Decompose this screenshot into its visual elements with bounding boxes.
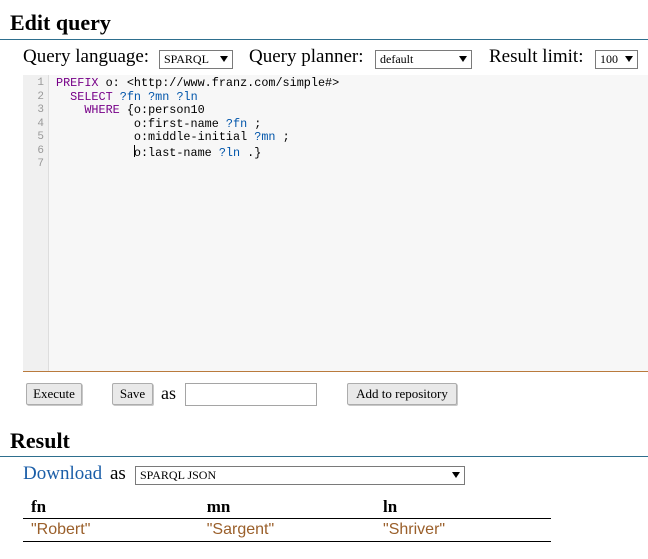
query-planner-value: default: [380, 52, 414, 66]
query-planner-label: Query planner:: [249, 46, 364, 67]
title-divider: [0, 39, 648, 40]
query-language-value: SPARQL: [164, 52, 209, 66]
code-line-3: WHERE {o:person10: [84, 103, 205, 117]
table-cell: "Robert": [23, 518, 199, 542]
line-number: 6: [37, 144, 44, 157]
code-line-4: o:first-name ?fn ;: [133, 116, 262, 131]
query-language-select[interactable]: SPARQL: [159, 50, 233, 69]
save-button[interactable]: Save: [112, 383, 153, 405]
result-limit-label: Result limit:: [489, 46, 584, 67]
chevron-down-icon: [220, 56, 228, 62]
download-as-label: as: [110, 463, 126, 484]
chevron-down-icon: [459, 56, 467, 62]
save-name-input[interactable]: [185, 383, 317, 406]
line-number: 7: [37, 158, 44, 170]
line-number: 2: [37, 90, 44, 103]
line-number: 4: [37, 117, 44, 130]
line-number: 1: [37, 77, 44, 89]
column-header: mn: [198, 496, 376, 519]
code-line-7: [56, 160, 648, 174]
save-as-label: as: [161, 383, 176, 403]
code-line-2: SELECT ?fn ?mn ?ln: [70, 89, 198, 104]
result-limit-select[interactable]: 100: [595, 50, 638, 69]
chevron-down-icon: [625, 56, 633, 62]
query-code[interactable]: PREFIX o: <http://www.franz.com/simple#>…: [56, 76, 648, 174]
column-header: ln: [375, 496, 551, 519]
edit-query-title: Edit query: [10, 10, 111, 35]
column-header: fn: [23, 496, 199, 519]
result-divider: [0, 456, 648, 457]
text-cursor: [133, 144, 135, 157]
results-table: fn mn ln "Robert" "Sargent" "Shriver": [23, 496, 551, 542]
result-title: Result: [10, 428, 70, 453]
query-editor[interactable]: 1 2 3 4 5 6 7 PREFIX o: <http://www.fran…: [23, 75, 648, 372]
table-row: "Robert" "Sargent" "Shriver": [23, 518, 551, 542]
code-line-6: o:last-name ?ln .}: [133, 144, 262, 160]
line-number: 5: [37, 131, 44, 143]
code-line-1: PREFIX o: <http://www.franz.com/simple#>: [56, 76, 340, 90]
table-cell: "Sargent": [198, 518, 376, 542]
result-limit-value: 100: [600, 52, 618, 66]
table-header-row: fn mn ln: [23, 496, 551, 519]
add-to-repository-button[interactable]: Add to repository: [347, 383, 457, 405]
table-cell: "Shriver": [375, 518, 551, 542]
query-language-label: Query language:: [23, 46, 150, 67]
line-number-gutter: 1 2 3 4 5 6 7: [23, 75, 49, 371]
download-format-value: SPARQL JSON: [140, 468, 217, 482]
line-number: 3: [37, 104, 44, 116]
execute-button[interactable]: Execute: [26, 383, 82, 405]
download-format-select[interactable]: SPARQL JSON: [135, 466, 465, 485]
download-link[interactable]: Download: [23, 463, 103, 484]
chevron-down-icon: [452, 472, 460, 478]
query-planner-select[interactable]: default: [375, 50, 472, 69]
code-line-5: o:middle-initial ?mn ;: [133, 130, 290, 144]
